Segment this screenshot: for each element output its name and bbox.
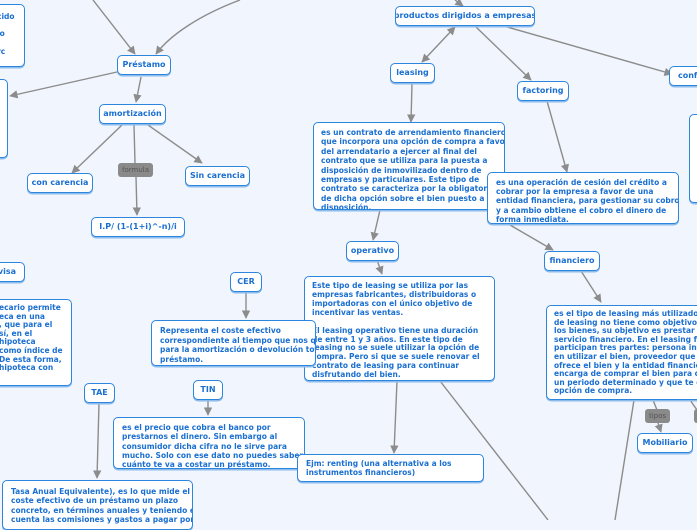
node-tin-desc[interactable]: es el precio que cobra el banco por pres… [113,417,305,469]
node-leasing[interactable]: leasing [390,63,435,83]
node-prestamo[interactable]: Préstamo [117,55,171,75]
node-renting[interactable]: Ejm: renting (una alternativa a los inst… [297,454,484,482]
node-tae-desc[interactable]: Tasa Anual Equivalente), es lo que mide … [2,480,193,530]
node-amortizacion[interactable]: amortización [99,104,166,124]
node-tin[interactable]: TIN [193,380,223,400]
node-factoring[interactable]: factoring [517,81,569,101]
link-label-formula[interactable]: formula [118,163,153,177]
partial-node-left[interactable] [0,79,8,158]
partial-node-right[interactable] [689,114,697,203]
node-factoring-desc[interactable]: es una operación de cesión del crédito a… [487,172,679,224]
partial-node-confirming[interactable]: confi [669,66,697,86]
node-cer-desc[interactable]: Representa el coste efectivo correspondi… [151,320,316,366]
node-formula[interactable]: I.P/ (1-(1+i)^-n)/i [91,217,185,237]
node-cer[interactable]: CER [230,272,262,292]
node-financiero-desc[interactable]: es el tipo de leasing más utilizado. Est… [546,305,697,400]
node-operativo[interactable]: operativo [346,241,399,261]
node-productos-empresas[interactable]: productos dirigidos a empresas [395,6,535,26]
node-mobiliario[interactable]: Mobiliario [637,433,693,453]
node-leasing-desc[interactable]: es un contrato de arrendamiento financie… [313,122,505,210]
node-financiero[interactable]: financiero [544,251,600,271]
partial-node-top-left[interactable]: cido lo rc [0,4,25,67]
link-label-partial-right[interactable] [694,409,697,423]
node-tae[interactable]: TAE [84,383,115,403]
node-con-carencia[interactable]: con carencia [27,173,93,193]
link-label-tipos[interactable]: tipos [645,409,670,423]
node-operativo-desc[interactable]: Este tipo de leasing se utiliza por las … [304,276,495,381]
partial-node-revisa[interactable]: visa [0,262,25,282]
partial-node-hipoteca[interactable]: ecario permite eca en una , que para el … [0,299,72,386]
node-sin-carencia[interactable]: Sin carencia [185,166,250,186]
